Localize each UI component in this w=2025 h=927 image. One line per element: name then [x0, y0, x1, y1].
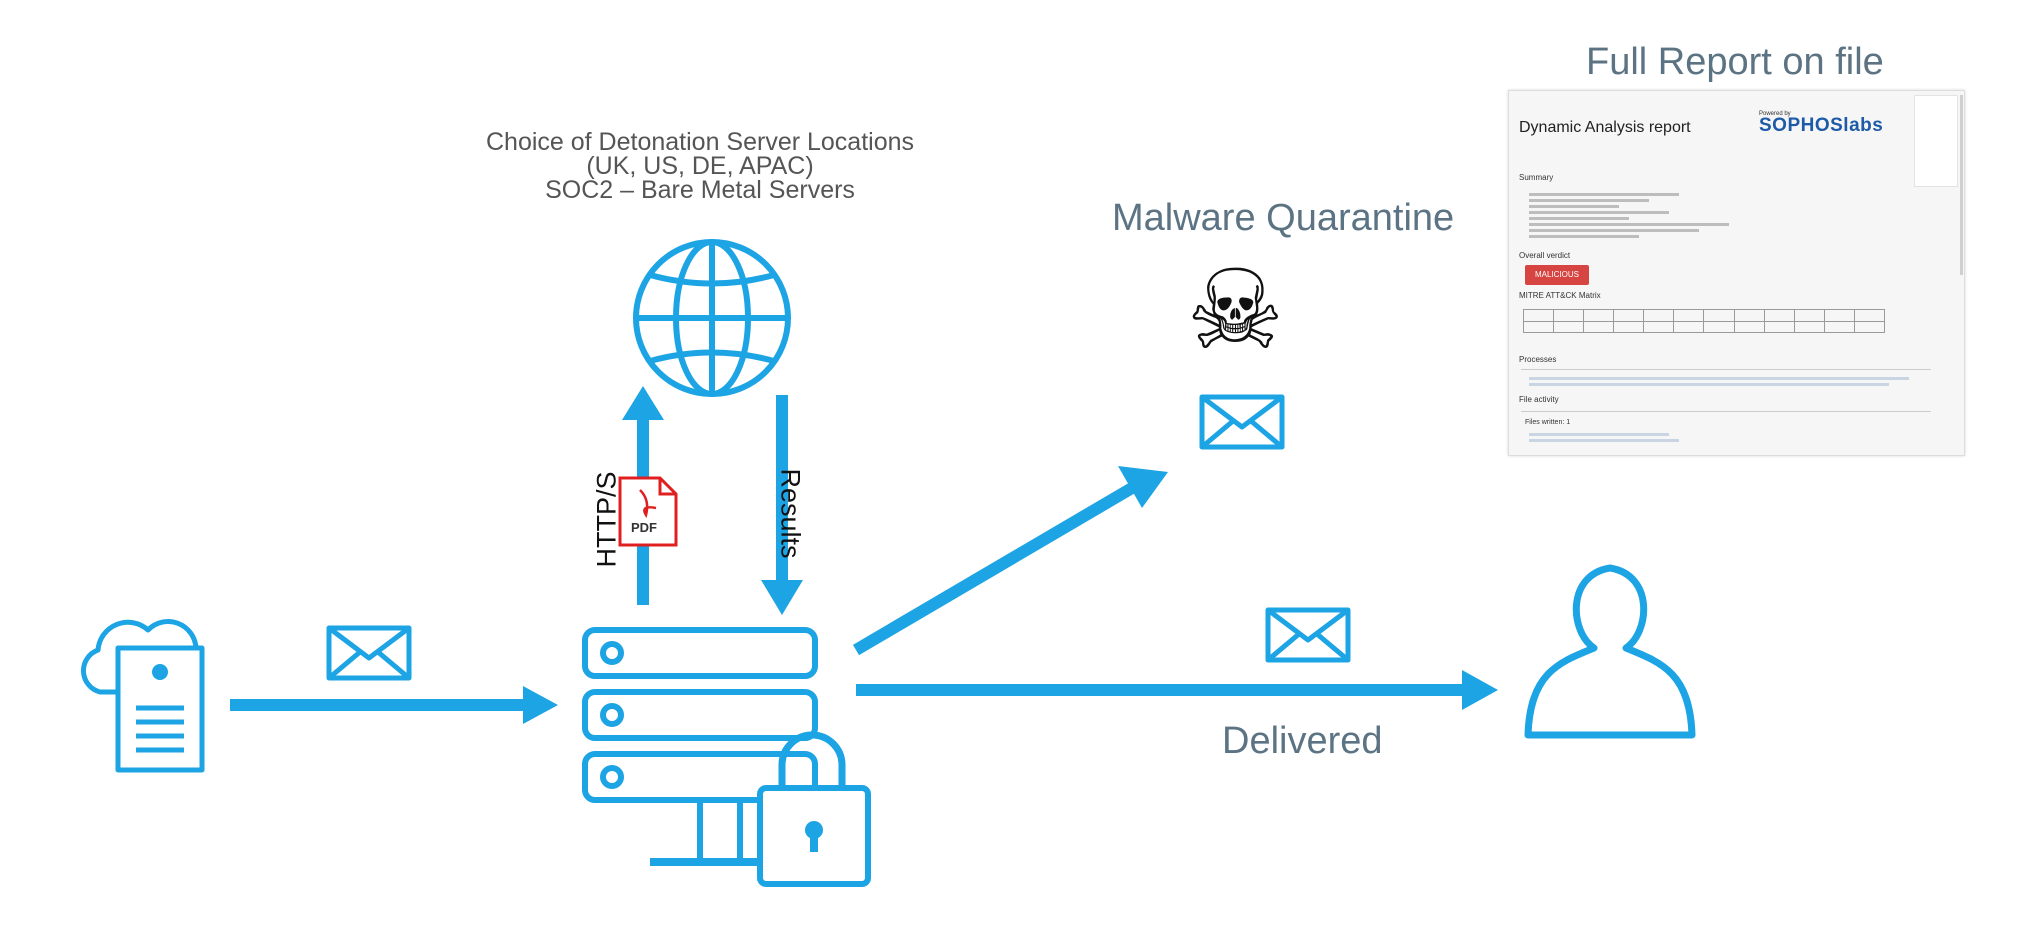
malware-quarantine-title: Malware Quarantine: [1112, 197, 1455, 239]
report-nav: [1914, 95, 1958, 187]
report-powered-by: Powered by: [1759, 111, 1791, 117]
mitre-matrix: [1522, 309, 1886, 333]
padlock-icon: [757, 731, 871, 887]
pdf-file-icon: [618, 476, 678, 547]
full-report-title: Full Report on file: [1586, 41, 1884, 83]
delivered-envelope-icon: [1265, 607, 1351, 663]
report-scrollbar: [1960, 95, 1963, 275]
report-verdict-heading: Overall verdict: [1519, 251, 1571, 260]
report-files-written: Files written: 1: [1525, 419, 1571, 426]
quarantine-arrow: [852, 466, 1168, 656]
verdict-badge: MALICIOUS: [1525, 265, 1589, 285]
cloud-document-icon: [80, 619, 205, 773]
detonation-title: Choice of Detonation Server Locations (U…: [470, 128, 930, 204]
server-stack-icon: [582, 627, 818, 866]
results-label: Results: [775, 468, 806, 559]
detonation-title-line-1: Choice of Detonation Server Locations: [485, 128, 915, 156]
report-preview: Dynamic Analysis report Powered by SOPHO…: [1508, 90, 1965, 456]
results-arrow: [761, 395, 803, 615]
https-label: HTTP/S: [591, 471, 622, 568]
pdf-label: PDF: [631, 520, 657, 535]
detonation-title-line-3: SOC2 – Bare Metal Servers: [545, 176, 855, 204]
delivered-arrow: [856, 670, 1498, 710]
skull-crossbones-icon: ☠: [1186, 249, 1285, 372]
delivered-label: Delivered: [1222, 720, 1383, 762]
globe-icon: [633, 239, 791, 397]
report-file-activity-heading: File activity: [1519, 395, 1559, 404]
inbound-mail-arrow: [230, 686, 558, 724]
detonation-title-line-2: (UK, US, DE, APAC): [586, 152, 814, 180]
user-icon: [1524, 564, 1696, 739]
envelope-icon: [326, 625, 412, 681]
quarantine-envelope-icon: [1199, 394, 1285, 450]
report-mitre-heading: MITRE ATT&CK Matrix: [1519, 291, 1601, 300]
report-processes-heading: Processes: [1519, 355, 1557, 364]
sophoslabs-logo: SOPHOSlabs: [1759, 115, 1884, 136]
report-title: Dynamic Analysis report: [1519, 119, 1691, 136]
report-summary-heading: Summary: [1519, 173, 1554, 182]
